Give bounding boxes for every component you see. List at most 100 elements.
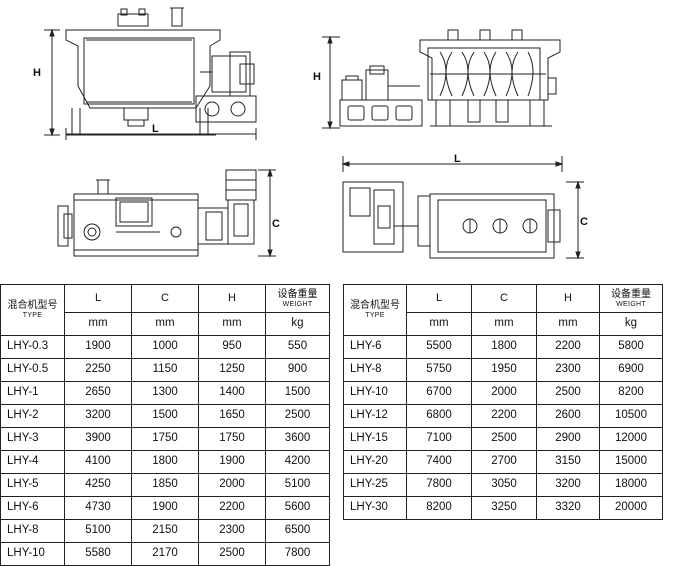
length-cell: 4730 — [64, 496, 132, 520]
model-cell: LHY-3 — [0, 427, 65, 451]
length-dim-label-2: L — [454, 153, 461, 165]
col-header-weight: 设备重量 WEIGHT — [599, 284, 663, 313]
top-view-small-mixer: C — [57, 168, 280, 258]
weight-cell: 3600 — [265, 427, 330, 451]
unit-mm: mm — [536, 312, 600, 336]
spec-table-left: 混合机型号 TYPE L C H 设备重量 WEIGHT mm mm mm kg… — [0, 284, 330, 566]
height-cell: 2500 — [198, 542, 266, 566]
width-dim-label-2: C — [580, 216, 588, 228]
model-cell: LHY-8 — [0, 519, 65, 543]
weight-cn-label: 设备重量 — [611, 288, 651, 300]
model-cell: LHY-1 — [0, 381, 65, 405]
col-header-c: C — [471, 284, 537, 313]
front-view-large-mixer: H — [313, 29, 561, 130]
unit-mm: mm — [198, 312, 266, 336]
col-header-l: L — [406, 284, 472, 313]
length-cell: 2250 — [64, 358, 132, 382]
weight-cell: 900 — [265, 358, 330, 382]
model-cell: LHY-30 — [343, 496, 407, 520]
top-view-large-mixer: L C — [341, 153, 588, 260]
col-header-weight: 设备重量 WEIGHT — [265, 284, 330, 313]
width-cell: 1800 — [131, 450, 199, 474]
weight-cell: 20000 — [599, 496, 663, 520]
length-dim-label-1: L — [152, 123, 159, 135]
width-cell: 1300 — [131, 381, 199, 405]
weight-cell: 550 — [265, 335, 330, 359]
height-dim-label-1: H — [33, 67, 41, 79]
weight-cell: 5600 — [265, 496, 330, 520]
weight-en-label: WEIGHT — [616, 300, 646, 308]
height-cell: 2500 — [536, 381, 600, 405]
model-cell: LHY-0.3 — [0, 335, 65, 359]
width-cell: 1750 — [131, 427, 199, 451]
length-cell: 7400 — [406, 450, 472, 474]
weight-cell: 5800 — [599, 335, 663, 359]
weight-cell: 12000 — [599, 427, 663, 451]
table-header-row: 混合机型号 TYPE L C H 设备重量 WEIGHT — [0, 284, 330, 336]
length-cell: 3200 — [64, 404, 132, 428]
model-cell: LHY-10 — [0, 542, 65, 566]
unit-mm: mm — [406, 312, 472, 336]
height-cell: 2300 — [198, 519, 266, 543]
weight-en-label: WEIGHT — [282, 300, 313, 308]
width-cell: 1500 — [131, 404, 199, 428]
model-cell: LHY-4 — [0, 450, 65, 474]
height-cell: 3150 — [536, 450, 600, 474]
height-cell: 2200 — [536, 335, 600, 359]
length-cell: 5580 — [64, 542, 132, 566]
width-cell: 2170 — [131, 542, 199, 566]
length-cell: 4100 — [64, 450, 132, 474]
unit-mm: mm — [64, 312, 132, 336]
weight-cell: 8200 — [599, 381, 663, 405]
weight-cell: 10500 — [599, 404, 663, 428]
model-cell: LHY-8 — [343, 358, 407, 382]
type-cn-label: 混合机型号 — [7, 300, 58, 311]
width-cell: 1900 — [131, 496, 199, 520]
length-cell: 8200 — [406, 496, 472, 520]
width-cell: 1850 — [131, 473, 199, 497]
width-cell: 2150 — [131, 519, 199, 543]
length-cell: 7800 — [406, 473, 472, 497]
type-cn-label: 混合机型号 — [350, 300, 400, 311]
col-header-c: C — [131, 284, 199, 313]
length-cell: 7100 — [406, 427, 472, 451]
model-cell: LHY-12 — [343, 404, 407, 428]
model-cell: LHY-0.5 — [0, 358, 65, 382]
width-cell: 2200 — [471, 404, 537, 428]
width-dim-label-1: C — [272, 218, 280, 230]
height-cell: 1400 — [198, 381, 266, 405]
height-cell: 1900 — [198, 450, 266, 474]
model-cell: LHY-25 — [343, 473, 407, 497]
type-en-label: TYPE — [365, 312, 385, 319]
col-header-type: 混合机型号 TYPE — [0, 284, 65, 336]
weight-cell: 7800 — [265, 542, 330, 566]
weight-cell: 6900 — [599, 358, 663, 382]
width-cell: 3250 — [471, 496, 537, 520]
model-cell: LHY-2 — [0, 404, 65, 428]
height-cell: 2900 — [536, 427, 600, 451]
weight-cell: 18000 — [599, 473, 663, 497]
col-header-l: L — [64, 284, 132, 313]
table-header-row: 混合机型号 TYPE L C H 设备重量 WEIGHT — [343, 284, 663, 336]
unit-kg: kg — [265, 312, 330, 336]
weight-cell: 15000 — [599, 450, 663, 474]
height-cell: 2200 — [198, 496, 266, 520]
col-header-h: H — [536, 284, 600, 313]
unit-kg: kg — [599, 312, 663, 336]
unit-mm: mm — [471, 312, 537, 336]
unit-mm: mm — [131, 312, 199, 336]
